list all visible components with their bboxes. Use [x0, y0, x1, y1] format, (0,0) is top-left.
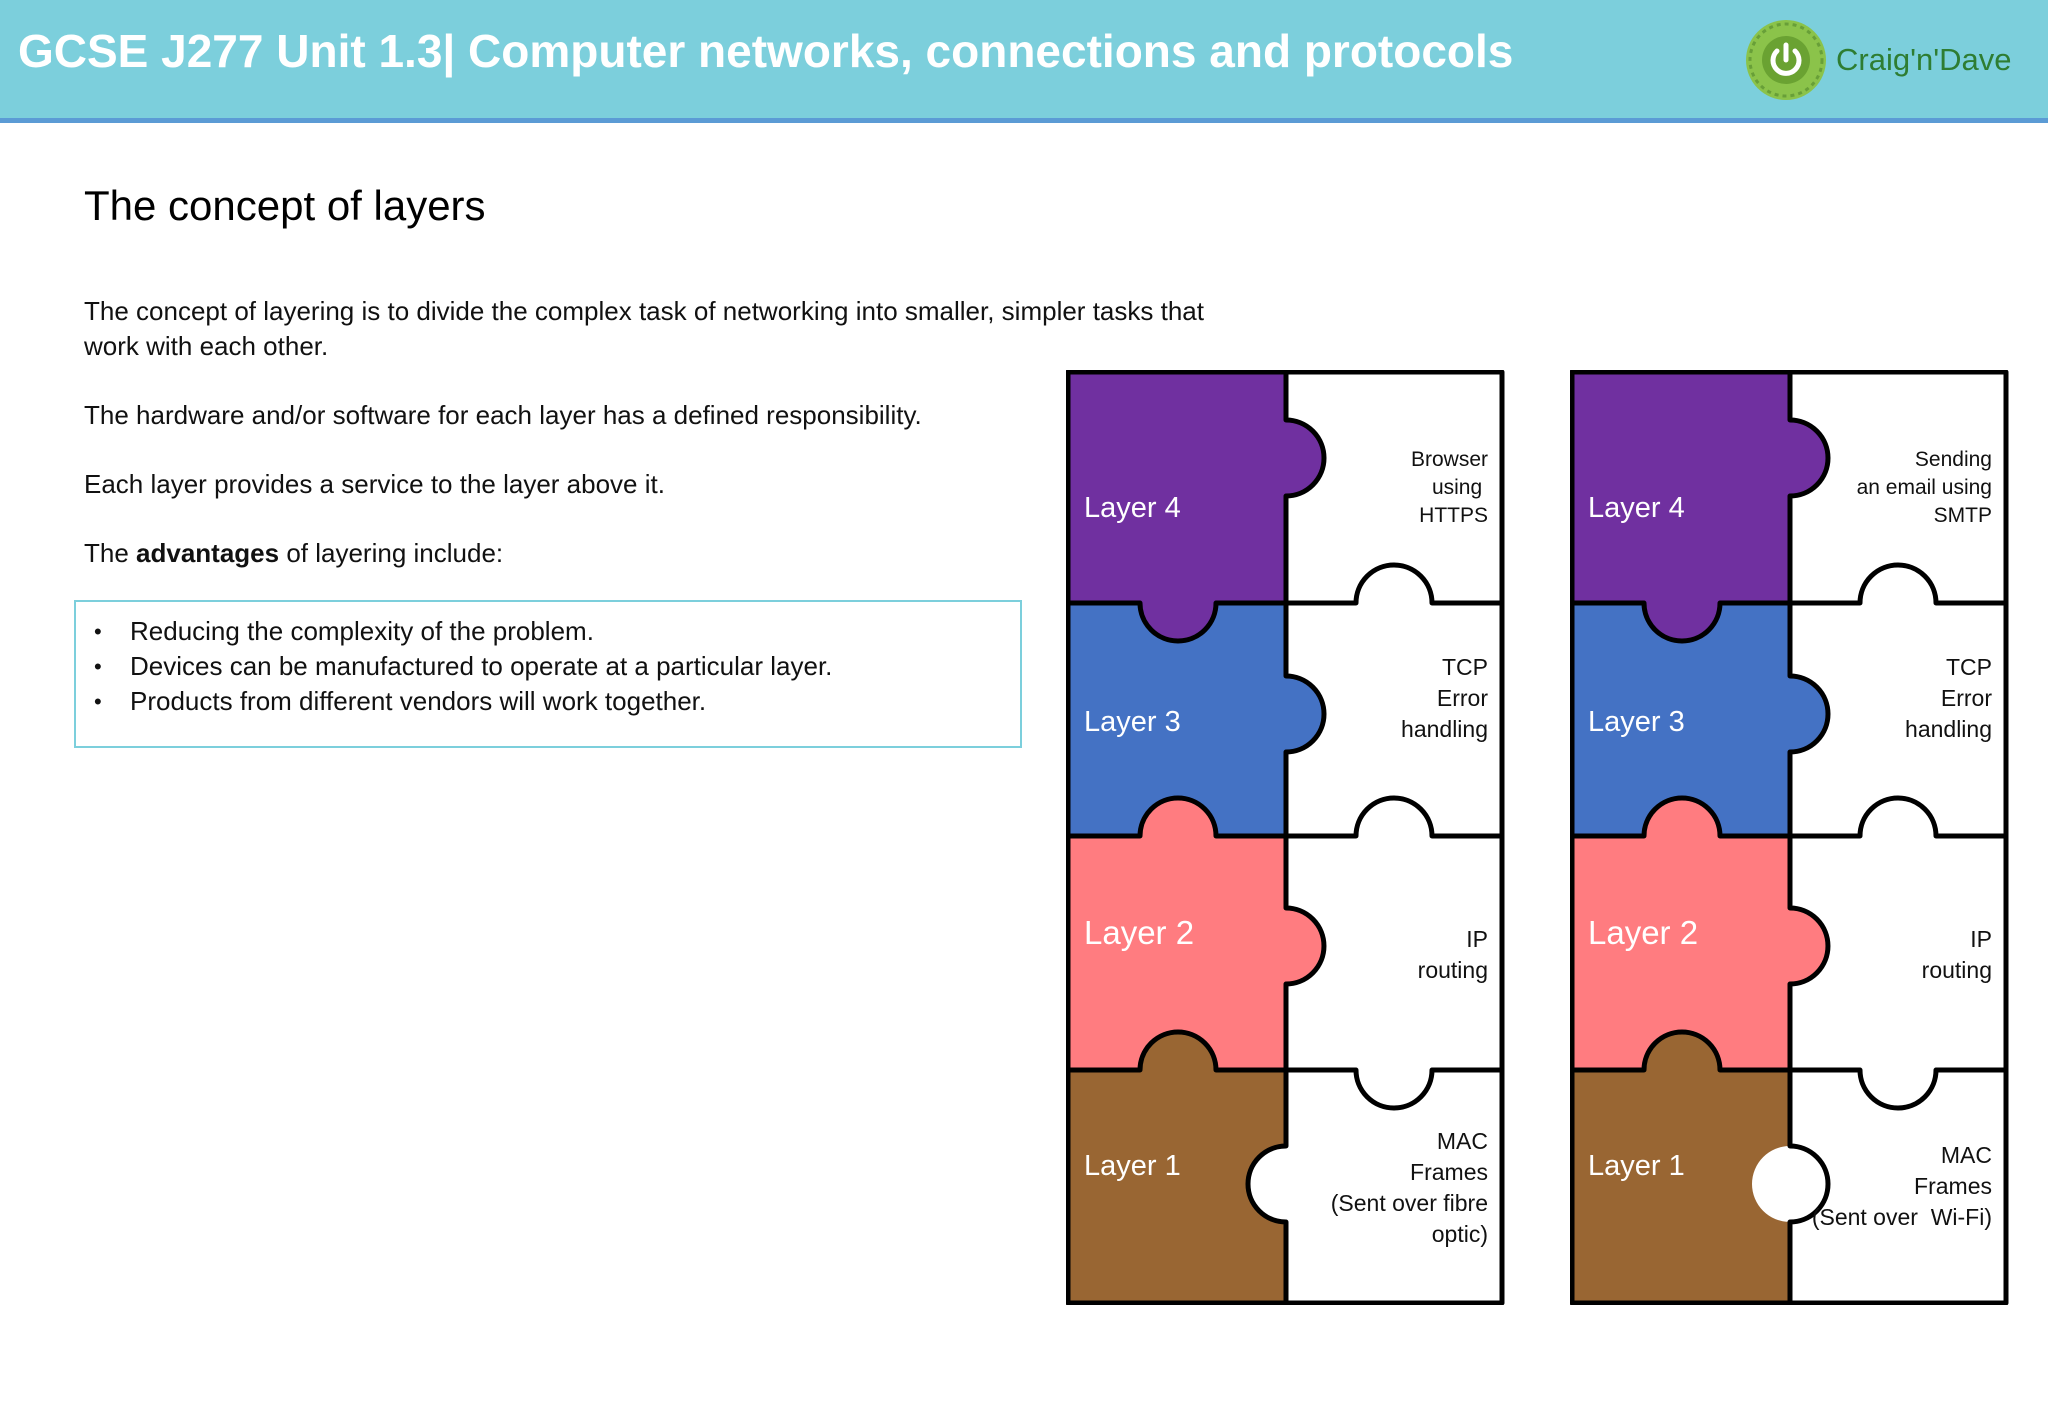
advantages-suffix: of layering include:: [279, 538, 504, 568]
protocol-text: Browser using HTTPS: [1410, 448, 1488, 527]
layer-label: Layer 1: [1084, 1150, 1181, 1182]
advantage-item: Devices can be manufactured to operate a…: [94, 649, 832, 684]
paragraph-advantages: The advantages of layering include:: [84, 536, 503, 571]
paragraph-layering: The concept of layering is to divide the…: [84, 296, 1204, 361]
advantage-item: Products from different vendors will wor…: [94, 684, 832, 719]
layer-2-piece: [1066, 798, 1324, 1070]
advantages-box: Reducing the complexity of the problem. …: [74, 600, 1022, 748]
page-title: The concept of layers: [84, 182, 486, 229]
layer-1-piece: [1570, 1032, 1790, 1303]
layer-label: Layer 3: [1084, 706, 1181, 738]
layer-label: Layer 4: [1084, 492, 1181, 524]
header-title: GCSE J277 Unit 1.3| Computer networks, c…: [18, 25, 1514, 77]
layer-label: Layer 2: [1588, 914, 1699, 951]
layer-3-piece: [1570, 603, 1828, 836]
protocol-text: Sending an email using SMTP: [1856, 448, 1992, 527]
paragraph-responsibility: The hardware and/or software for each la…: [84, 400, 922, 430]
puzzle-diagram: [1570, 370, 2009, 1305]
power-icon: [1746, 20, 1826, 100]
layer-label: Layer 1: [1588, 1150, 1685, 1182]
protocol-text: IP routing: [1921, 926, 1992, 983]
header-bar: GCSE J277 Unit 1.3| Computer networks, c…: [0, 0, 2048, 123]
protocol-text: IP routing: [1417, 926, 1488, 983]
advantages-list: Reducing the complexity of the problem. …: [94, 614, 832, 719]
protocol-text: TCP Error handling: [1401, 654, 1488, 742]
advantages-bold: advantages: [136, 538, 280, 568]
layer-label: Layer 4: [1588, 492, 1685, 524]
layer-label: Layer 2: [1084, 914, 1195, 951]
layer-1-piece: [1066, 1032, 1286, 1303]
layer-label: Layer 3: [1588, 706, 1685, 738]
layer-4-piece: [1570, 370, 1828, 641]
layer-4-piece: [1066, 370, 1324, 641]
logo-text: Craig'n'Dave: [1836, 42, 2012, 77]
paragraph-service: Each layer provides a service to the lay…: [84, 469, 665, 499]
protocol-text: TCP Error handling: [1905, 654, 1992, 742]
advantages-prefix: The: [84, 538, 137, 568]
layer-stack-wifi: Layer 4 Layer 3 Layer 2 Layer 1 Sending …: [1570, 370, 2010, 1305]
layer-2-piece: [1570, 798, 1828, 1070]
logo: Craig'n'Dave: [1744, 18, 2044, 102]
layer-stack-fibre: Layer 4 Layer 3 Layer 2 Layer 1 Browser …: [1066, 370, 1506, 1305]
protocol-text: MAC Frames (Sent over Wi-Fi): [1811, 1142, 1992, 1230]
advantage-item: Reducing the complexity of the problem.: [94, 614, 832, 649]
protocol-text: MAC Frames (Sent over fibre optic): [1330, 1128, 1488, 1247]
puzzle-diagram: [1066, 370, 1505, 1305]
layer-3-piece: [1066, 603, 1324, 836]
